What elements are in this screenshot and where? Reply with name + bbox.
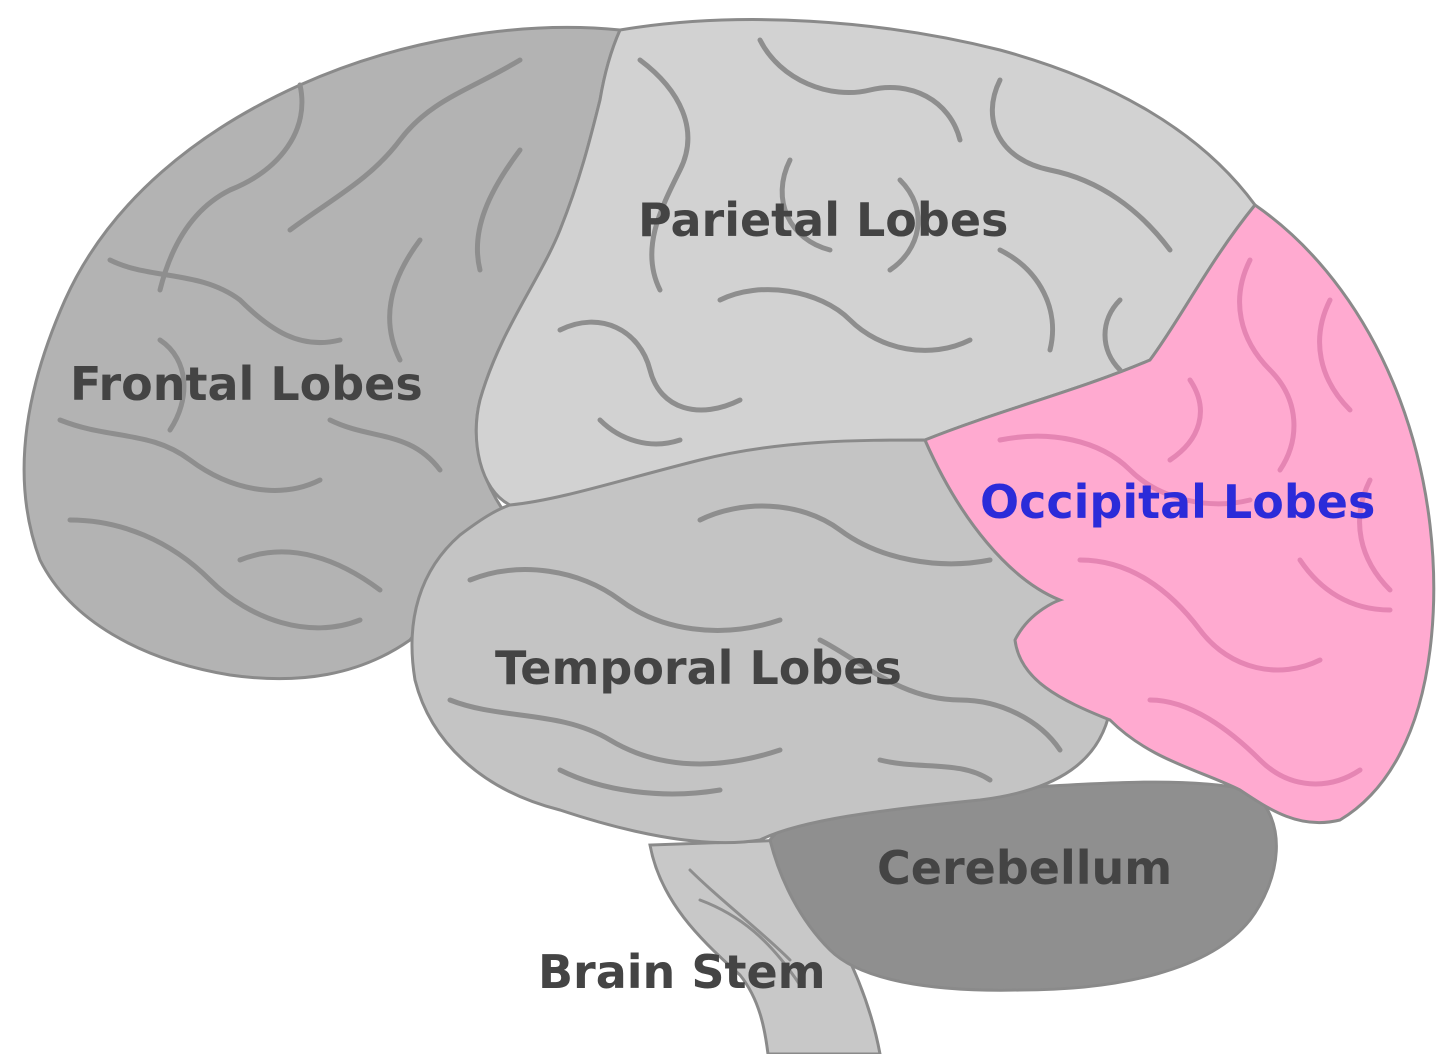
parietal-lobe-folds [557,37,1173,447]
temporal-lobe-folds [447,503,1063,797]
brain-stem-label: Brain Stem [538,945,826,999]
frontal-lobe-label: Frontal Lobes [70,357,423,411]
occipital-lobe-folds [997,257,1393,787]
temporal-lobe-region [410,438,1112,845]
frontal-lobe-folds [57,57,523,631]
cerebellum-label: Cerebellum [877,841,1172,895]
occipital-lobe-label: Occipital Lobes [980,475,1375,529]
brain-stem-folds [688,868,802,987]
temporal-lobe-label: Temporal Lobes [495,641,902,695]
occipital-lobe-region [923,202,1436,825]
parietal-lobe-label: Parietal Lobes [638,193,1008,247]
